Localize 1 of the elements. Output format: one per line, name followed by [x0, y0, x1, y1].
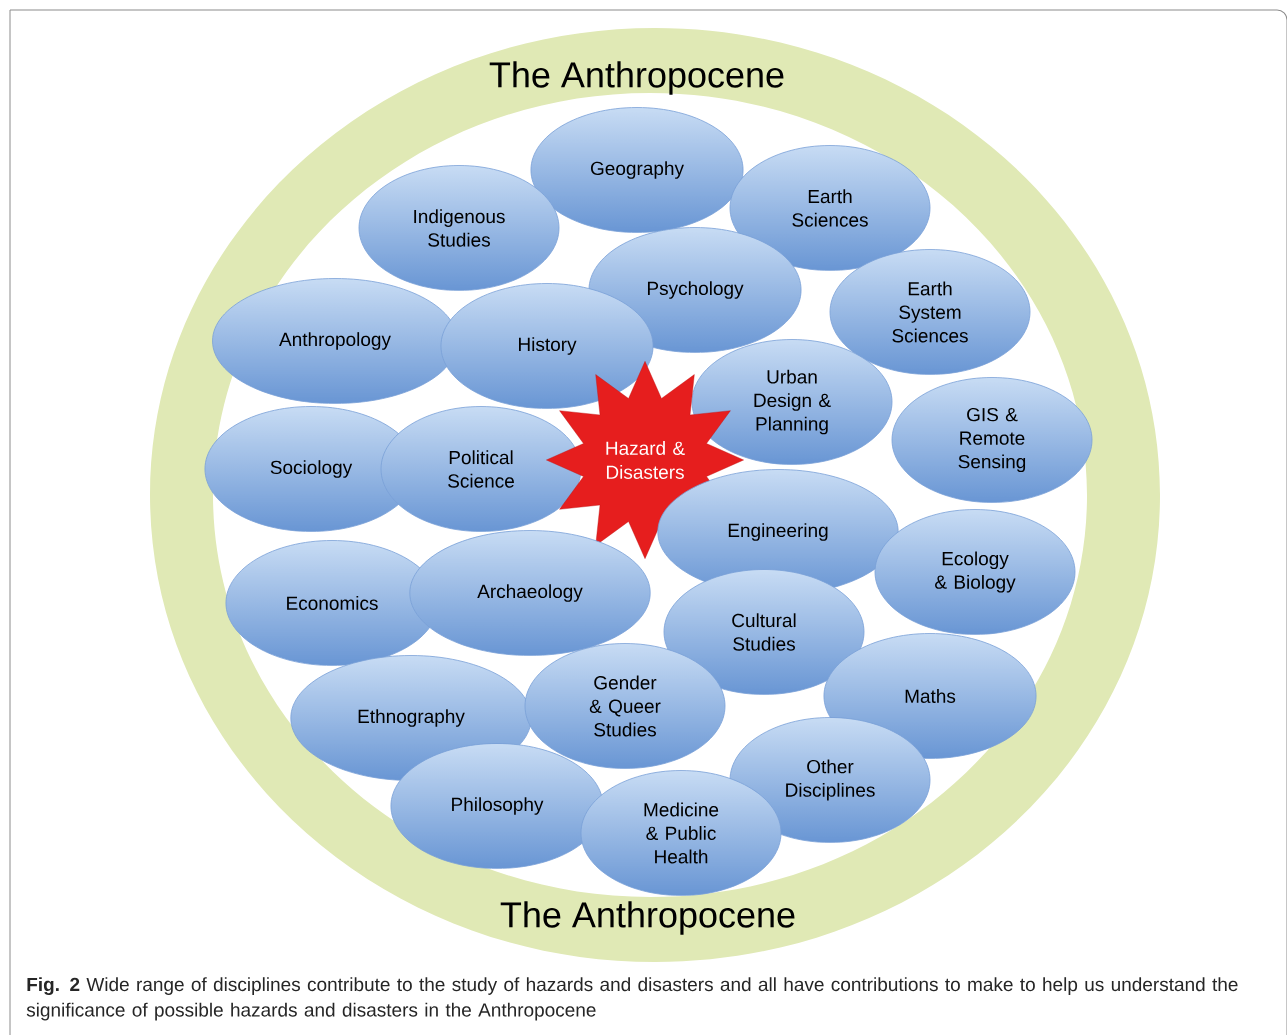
caption: Fig. 2 Wide range of disciplines contribute to the study of hazards and disasters and all have contributions to make to help us understand the significance of possible hazards and disasters in the Anthropocene — [26, 977, 1238, 1021]
